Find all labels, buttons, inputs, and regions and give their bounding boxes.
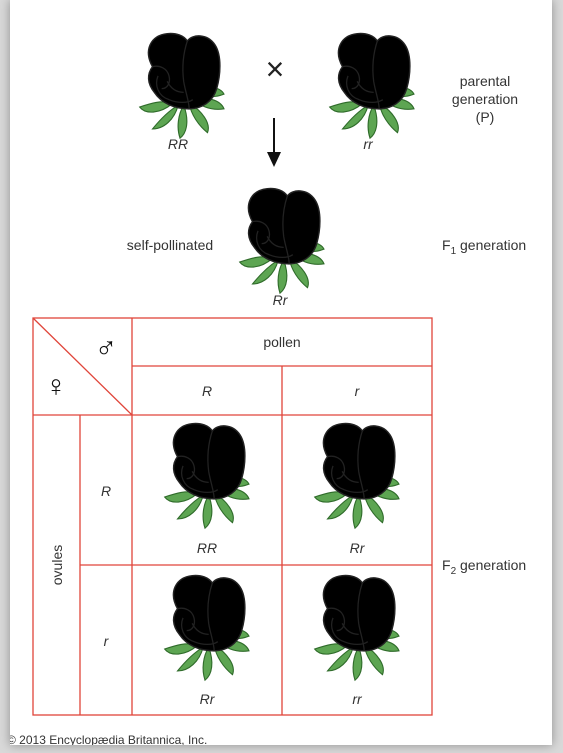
f1-purple-flower [240,188,324,293]
pollen-label: pollen [263,334,300,350]
figure-card: .leaf { fill: #5da552; stroke: #2f6b2a; … [10,0,552,745]
down-arrow-icon [267,118,281,167]
cell-rr-bottom-left-flower [165,575,249,680]
cell-genotype-r1c1: RR [197,540,217,556]
f1-generation-label: F1 generation [442,237,526,257]
cell-rr-top-left-flower [165,423,249,528]
punnett-square-figure: .leaf { fill: #5da552; stroke: #2f6b2a; … [10,0,552,745]
female-symbol-icon: ♀ [45,370,68,403]
male-symbol-icon: ♂ [95,332,118,365]
ovule-row-header-1: R [101,483,111,499]
cell-genotype-r2c2: rr [352,691,363,707]
cell-rr-bottom-right-flower [315,575,399,680]
parental-label-line1: parental [460,73,511,89]
parent-rr-purple-flower [140,33,224,138]
parent-left-genotype: RR [168,136,188,152]
pollen-col-header-1: R [202,383,212,399]
copyright-credit: © 2013 Encyclopædia Britannica, Inc. [10,733,207,745]
pollen-col-header-2: r [355,383,361,399]
cell-rr-top-right-flower [315,423,399,528]
cell-genotype-r1c2: Rr [350,540,366,556]
parent-rr-white-flower [330,33,414,138]
self-pollinated-label: self-pollinated [127,237,213,253]
parental-label-line3: (P) [476,109,495,125]
ovule-row-header-2: r [104,633,110,649]
parent-right-genotype: rr [363,136,374,152]
cross-symbol: × [266,51,285,87]
cell-genotype-r2c1: Rr [200,691,216,707]
parental-label-line2: generation [452,91,518,107]
ovules-label: ovules [49,545,65,585]
f1-genotype: Rr [273,292,289,308]
f2-generation-label: F2 generation [442,557,526,577]
